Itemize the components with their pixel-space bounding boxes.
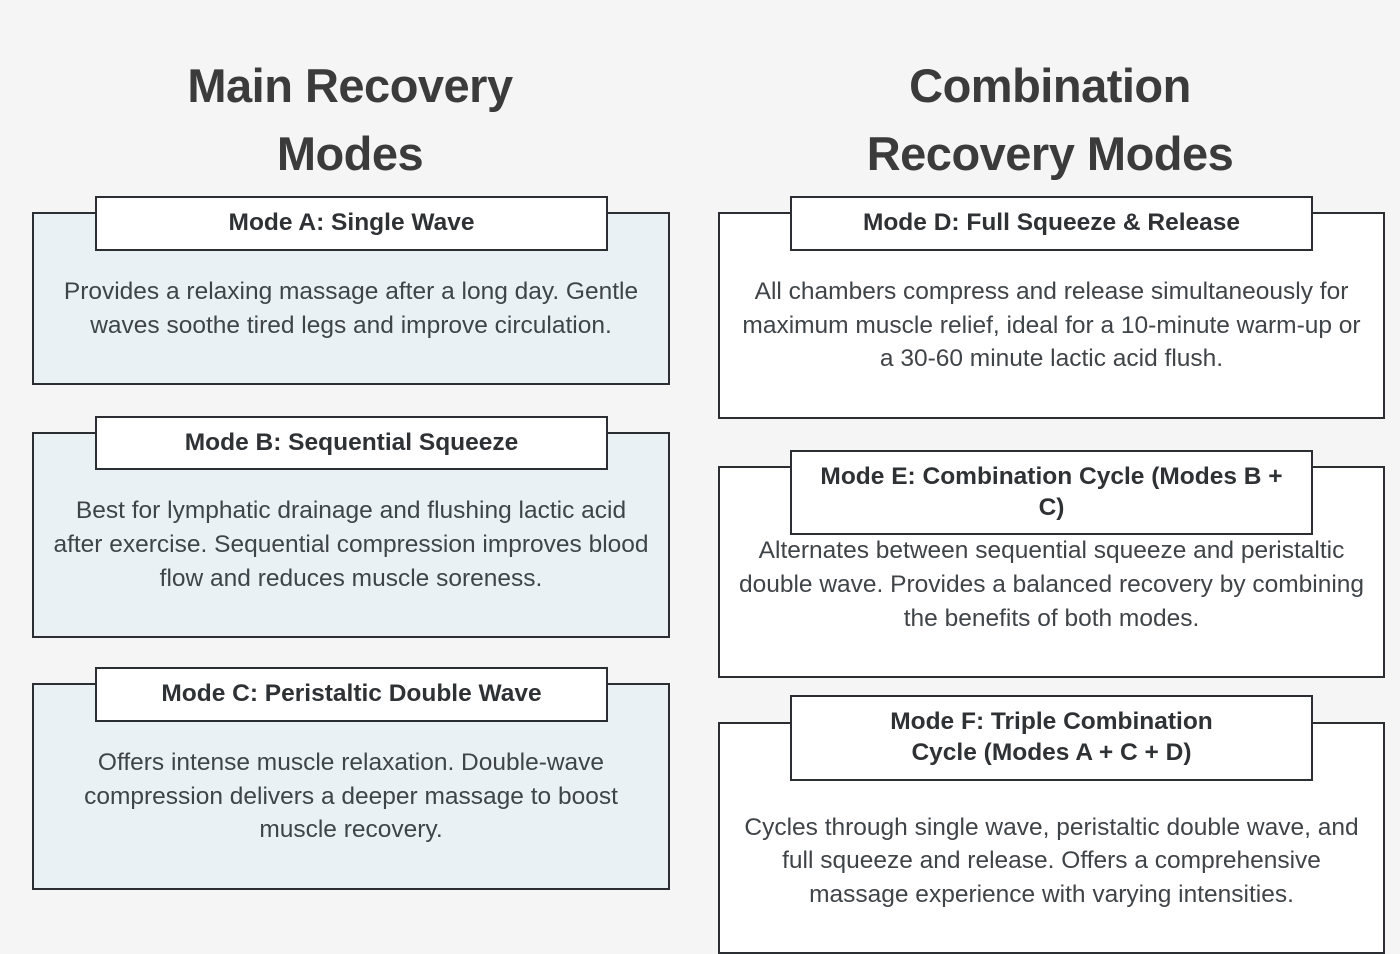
card-description-mode-c: Offers intense muscle relaxation. Double… xyxy=(84,748,618,844)
card-list-main: Mode A: Single Wave Provides a relaxing … xyxy=(0,196,700,890)
card-mode-e[interactable]: Mode E: Combination Cycle (Modes B + C) … xyxy=(718,449,1385,679)
card-list-combination: Mode D: Full Squeeze & Release All chamb… xyxy=(700,196,1400,954)
column-title-main: Main Recovery Modes xyxy=(187,59,513,181)
card-header-mode-b[interactable]: Mode B: Sequential Squeeze xyxy=(95,415,608,471)
card-mode-d[interactable]: Mode D: Full Squeeze & Release All chamb… xyxy=(718,196,1385,419)
card-body-mode-c: Mode C: Peristaltic Double Wave Offers i… xyxy=(32,667,670,890)
card-header-mode-d[interactable]: Mode D: Full Squeeze & Release xyxy=(790,196,1313,251)
card-header-mode-a[interactable]: Mode A: Single Wave xyxy=(95,196,608,251)
card-mode-f[interactable]: Mode F: Triple Combination Cycle (Modes … xyxy=(718,695,1385,954)
card-description-mode-d: All chambers compress and release simult… xyxy=(742,277,1361,373)
column-combination-recovery-modes: Combination Recovery Modes Mode D: Full … xyxy=(700,0,1400,954)
card-header-mode-c[interactable]: Mode C: Peristaltic Double Wave xyxy=(95,667,608,722)
column-title-combination: Combination Recovery Modes xyxy=(866,59,1234,181)
card-body-mode-b: Mode B: Sequential Squeeze Best for lymp… xyxy=(32,415,670,639)
column-main-recovery-modes: Main Recovery Modes Mode A: Single Wave … xyxy=(0,0,700,890)
card-body-mode-d: Mode D: Full Squeeze & Release All chamb… xyxy=(718,196,1385,419)
card-mode-c[interactable]: Mode C: Peristaltic Double Wave Offers i… xyxy=(32,667,670,890)
card-mode-b[interactable]: Mode B: Sequential Squeeze Best for lymp… xyxy=(32,415,670,639)
card-header-mode-f[interactable]: Mode F: Triple Combination Cycle (Modes … xyxy=(790,695,1313,781)
card-description-mode-e: Alternates between sequential squeeze an… xyxy=(738,537,1365,632)
card-description-mode-b: Best for lymphatic drainage and flushing… xyxy=(53,497,649,592)
card-mode-a[interactable]: Mode A: Single Wave Provides a relaxing … xyxy=(32,196,670,385)
card-header-mode-e[interactable]: Mode E: Combination Cycle (Modes B + C) xyxy=(790,449,1313,536)
card-body-mode-a: Mode A: Single Wave Provides a relaxing … xyxy=(32,196,670,385)
card-description-mode-f: Cycles through single wave, peristaltic … xyxy=(744,813,1359,909)
card-body-mode-e: Mode E: Combination Cycle (Modes B + C) … xyxy=(718,449,1385,679)
card-body-mode-f: Mode F: Triple Combination Cycle (Modes … xyxy=(718,695,1385,954)
card-description-mode-a: Provides a relaxing massage after a long… xyxy=(63,277,639,339)
